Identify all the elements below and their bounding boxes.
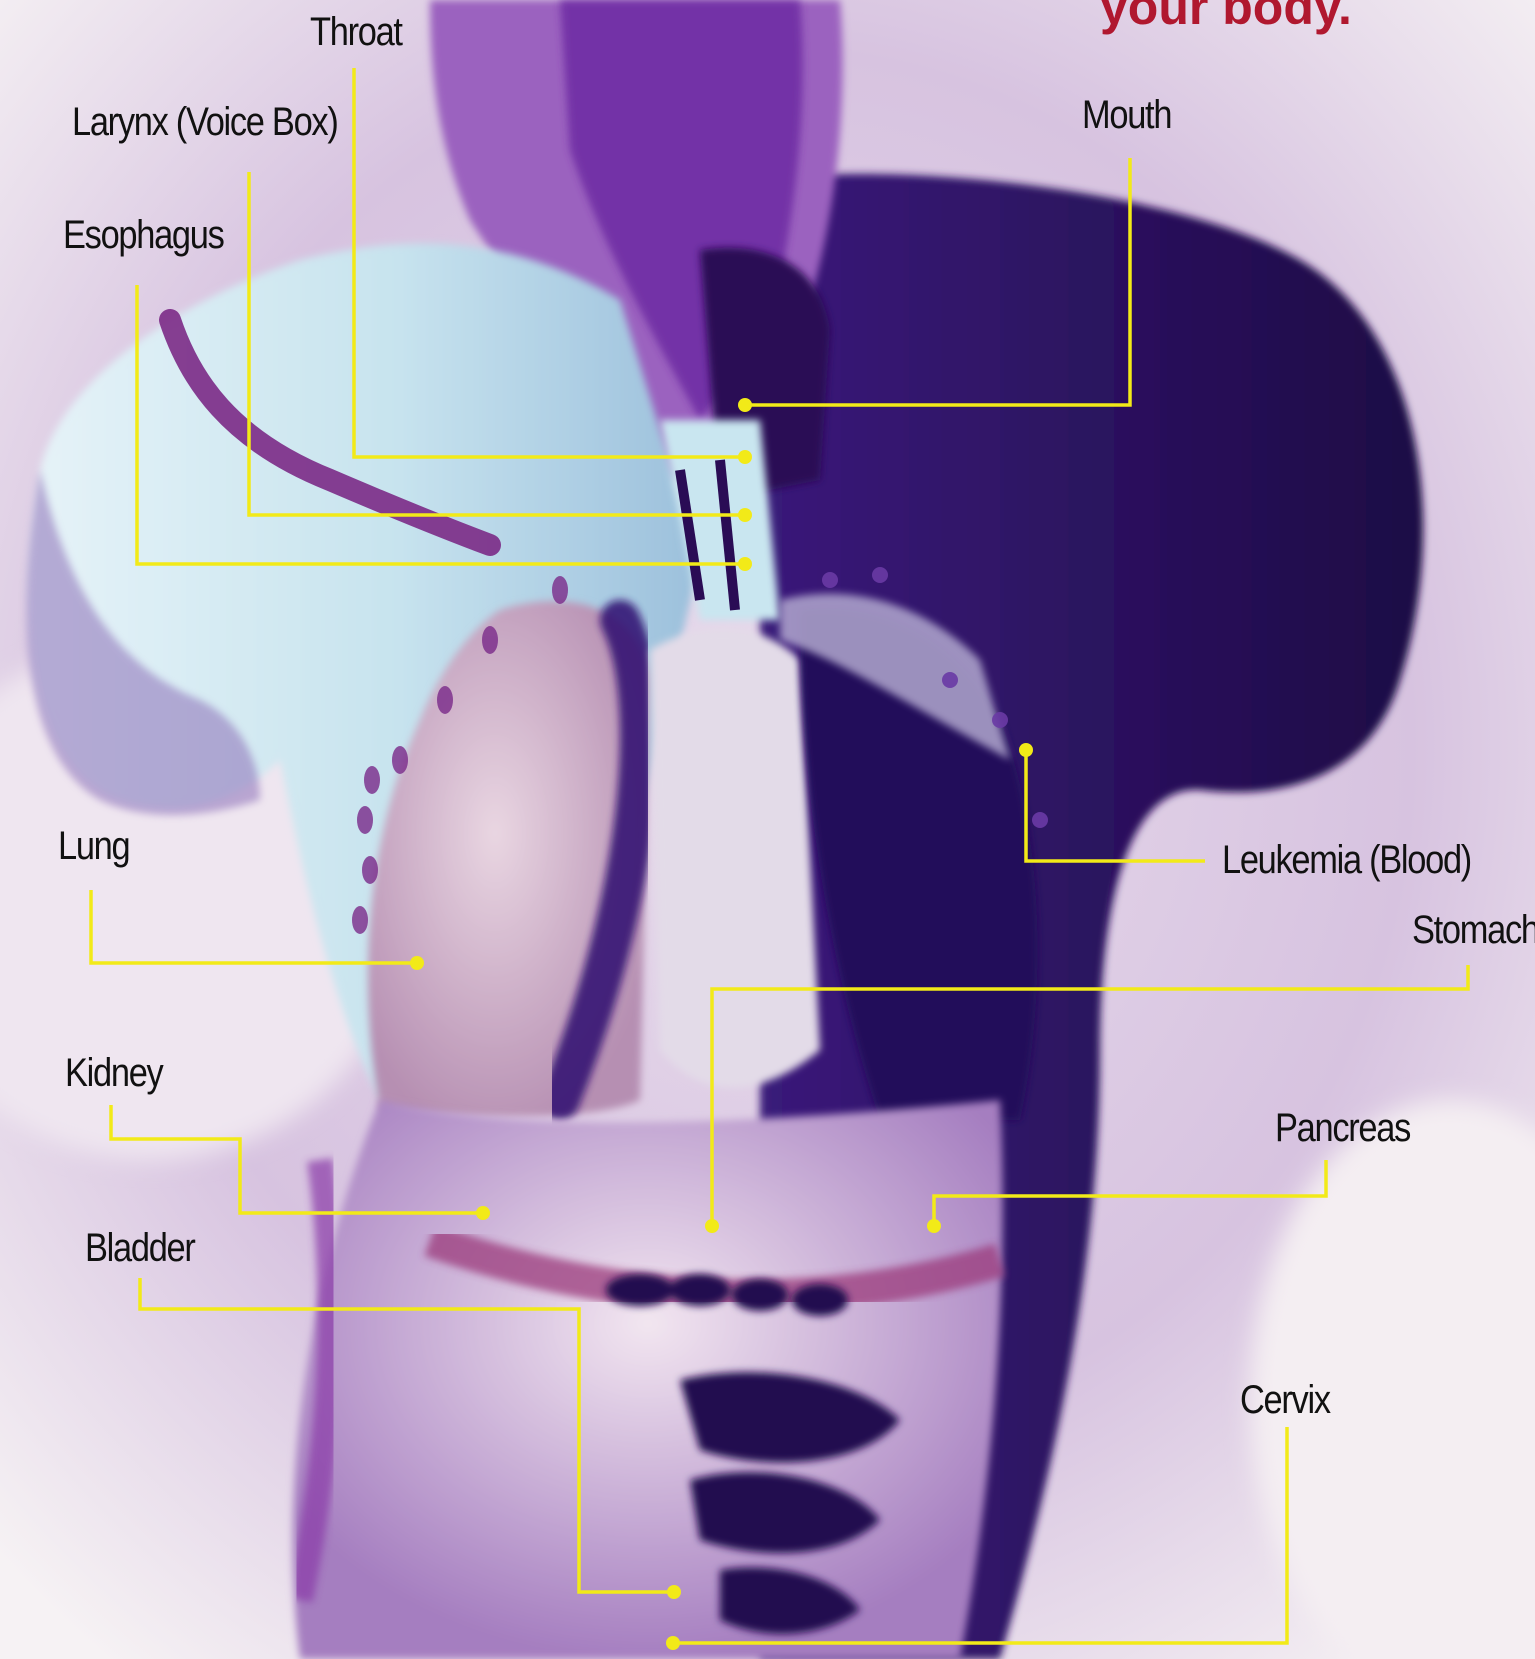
throat-marker <box>738 450 752 464</box>
stomach-marker <box>705 1219 719 1233</box>
label-esophagus: Esophagus <box>63 215 224 255</box>
label-cervix: Cervix <box>1240 1380 1330 1420</box>
lung-marker <box>410 956 424 970</box>
label-throat: Throat <box>310 12 402 52</box>
kidney-marker <box>476 1206 490 1220</box>
leukemia-marker <box>1019 743 1033 757</box>
larynx-marker <box>738 508 752 522</box>
headline-fragment: your body. <box>1100 0 1352 36</box>
label-stomach: Stomach <box>1412 910 1535 950</box>
label-pancreas: Pancreas <box>1275 1108 1410 1148</box>
label-larynx: Larynx (Voice Box) <box>72 102 337 142</box>
cervix-marker <box>666 1636 680 1650</box>
label-mouth: Mouth <box>1082 95 1171 135</box>
label-lung: Lung <box>58 826 129 866</box>
label-kidney: Kidney <box>65 1053 162 1093</box>
pancreas-marker <box>927 1219 941 1233</box>
label-bladder: Bladder <box>85 1228 195 1268</box>
label-leukemia: Leukemia (Blood) <box>1222 840 1471 880</box>
bladder-marker <box>667 1585 681 1599</box>
mouth-marker <box>738 398 752 412</box>
esophagus-marker <box>738 557 752 571</box>
